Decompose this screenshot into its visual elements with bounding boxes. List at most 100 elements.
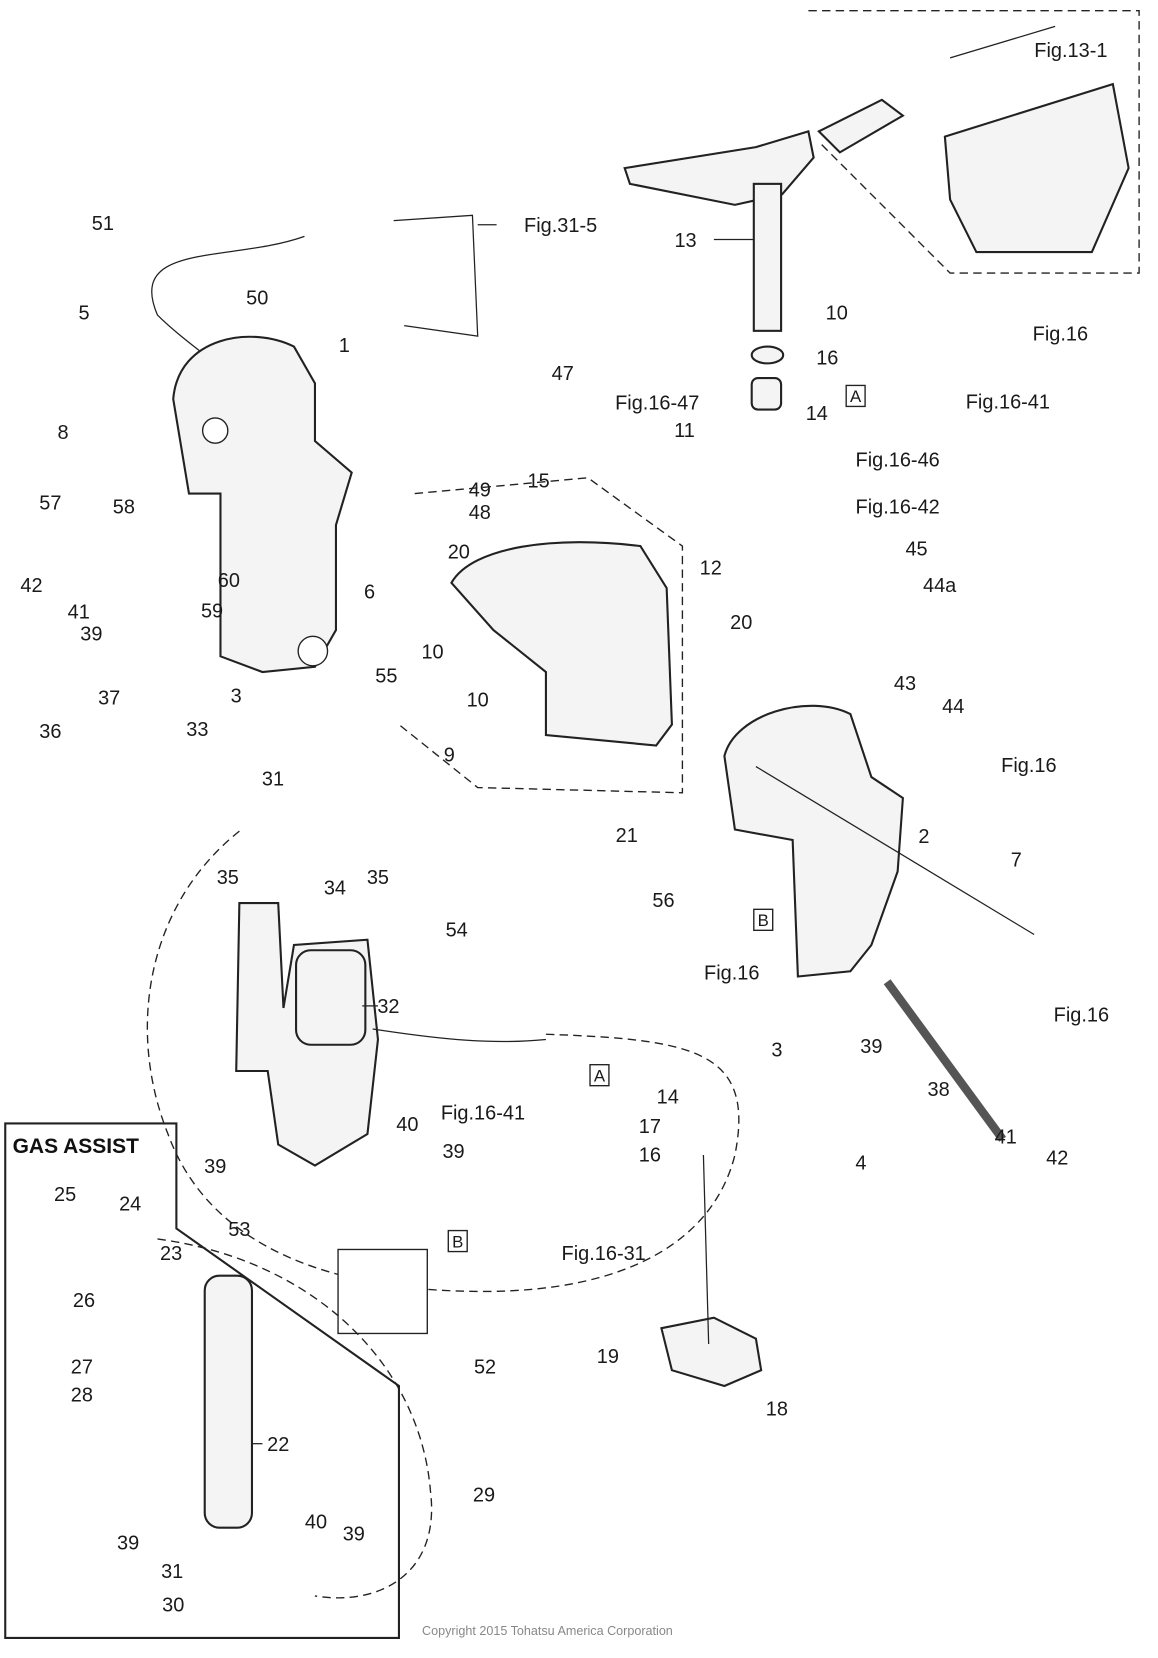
callout-label: 25 xyxy=(54,1184,76,1206)
callout-label: 12 xyxy=(700,557,722,579)
callout-label: 56 xyxy=(652,890,674,912)
callout-label: 39 xyxy=(117,1533,139,1555)
callout-label: 36 xyxy=(39,721,61,743)
callout-label: 60 xyxy=(218,570,240,592)
washer-16-top xyxy=(750,345,785,365)
callout-label: 1 xyxy=(339,335,350,357)
callout-label: 26 xyxy=(73,1290,95,1312)
callout-label: Fig.13-1 xyxy=(1034,40,1107,62)
lower-mount-19 xyxy=(660,1316,763,1388)
callout-label: 10 xyxy=(421,641,443,663)
fig13-bolt xyxy=(949,25,1056,59)
callout-label: Fig.16-42 xyxy=(856,497,940,519)
callout-label: Fig.16 xyxy=(1054,1005,1109,1027)
callout-label: 20 xyxy=(448,542,470,564)
swivel-bracket xyxy=(450,541,673,747)
callout-label: 58 xyxy=(113,497,135,519)
callout-label: 18 xyxy=(766,1398,788,1420)
callout-label: 33 xyxy=(186,719,208,741)
callout-label: Fig.16-46 xyxy=(856,449,940,471)
callout-label: 11 xyxy=(674,420,695,442)
callout-label: Fig.16-41 xyxy=(966,392,1050,414)
callout-label: 39 xyxy=(343,1523,365,1545)
callout-label: 50 xyxy=(246,288,268,310)
reference-box xyxy=(447,1229,468,1253)
callout-label: 15 xyxy=(527,470,549,492)
callout-label: 2 xyxy=(918,826,929,848)
callout-label: 34 xyxy=(324,878,346,900)
gas-cylinder xyxy=(203,1274,254,1529)
callout-label: 10 xyxy=(826,302,848,324)
gas-assist-title: GAS ASSIST xyxy=(13,1135,139,1158)
callout-label: 44 xyxy=(942,696,964,718)
callout-label: 48 xyxy=(469,502,491,524)
reference-letter: B xyxy=(758,911,769,930)
bracket-hole xyxy=(201,417,229,444)
callout-label: 23 xyxy=(160,1243,182,1265)
callout-label: 4 xyxy=(855,1153,866,1175)
callout-label: 3 xyxy=(771,1039,782,1061)
callout-label: 32 xyxy=(377,996,399,1018)
callout-label: 51 xyxy=(92,213,114,235)
callout-label: 40 xyxy=(305,1512,327,1534)
callout-label: 16 xyxy=(639,1144,661,1166)
stern-bracket-right xyxy=(723,704,904,978)
callout-label: 30 xyxy=(162,1595,184,1617)
callout-label: 31 xyxy=(262,768,284,790)
callout-label: 20 xyxy=(730,612,752,634)
callout-label: 55 xyxy=(375,666,397,688)
callout-label: 54 xyxy=(446,920,468,942)
callout-label: 39 xyxy=(442,1141,464,1163)
callout-label: 35 xyxy=(367,867,389,889)
bracket-hole xyxy=(297,635,329,667)
callout-label: 22 xyxy=(267,1434,289,1456)
callout-label: 16 xyxy=(816,347,838,369)
copyright-notice: Copyright 2015 Tohatsu America Corporati… xyxy=(422,1624,673,1638)
main-cable xyxy=(372,1028,546,1043)
fig13-region-outline xyxy=(808,9,1140,274)
callout-label: 19 xyxy=(597,1346,619,1368)
callout-label: 9 xyxy=(444,744,455,766)
reference-letter: A xyxy=(850,387,862,406)
callout-label: 37 xyxy=(98,688,120,710)
bushing-14-top xyxy=(750,377,783,411)
callout-label: 13 xyxy=(674,230,696,252)
callout-label: Fig.16-41 xyxy=(441,1102,525,1124)
gas-region-29 xyxy=(157,1238,433,1599)
callout-label: 14 xyxy=(657,1087,679,1109)
reference-box xyxy=(753,908,774,931)
callout-label: 6 xyxy=(364,582,375,604)
callout-label: 27 xyxy=(71,1356,93,1378)
reference-letter: A xyxy=(594,1066,606,1085)
steering-arm xyxy=(623,130,815,206)
callout-label: 28 xyxy=(71,1385,93,1407)
callout-label: 21 xyxy=(616,825,638,847)
callout-label: 38 xyxy=(927,1079,949,1101)
callout-label: 31 xyxy=(161,1561,183,1583)
callout-label: 7 xyxy=(1011,849,1022,871)
callout-label: 5 xyxy=(78,302,89,324)
callout-label: 45 xyxy=(905,539,927,561)
callout-label: 44a xyxy=(923,575,957,597)
callout-label: 35 xyxy=(217,867,239,889)
tilt-tube-38 xyxy=(883,979,1007,1142)
callout-label: 17 xyxy=(639,1116,661,1138)
callout-label: 42 xyxy=(1046,1147,1068,1169)
tilt-tube-7 xyxy=(755,765,1035,936)
callout-label: 29 xyxy=(473,1484,495,1506)
callout-label: 53 xyxy=(228,1219,250,1241)
callout-label: 10 xyxy=(467,690,489,712)
callout-label: Fig.16-31 xyxy=(562,1243,646,1265)
callout-label: Fig.16 xyxy=(1033,323,1088,345)
callout-label: 52 xyxy=(474,1356,496,1378)
callout-label: 3 xyxy=(231,685,242,707)
harness-fig31-5 xyxy=(393,214,479,337)
callout-label: Fig.16-47 xyxy=(615,393,699,415)
callout-label: 39 xyxy=(860,1036,882,1058)
gas-assist-box xyxy=(4,1122,400,1639)
steering-shaft xyxy=(752,182,783,332)
mount-stud xyxy=(702,1154,710,1344)
